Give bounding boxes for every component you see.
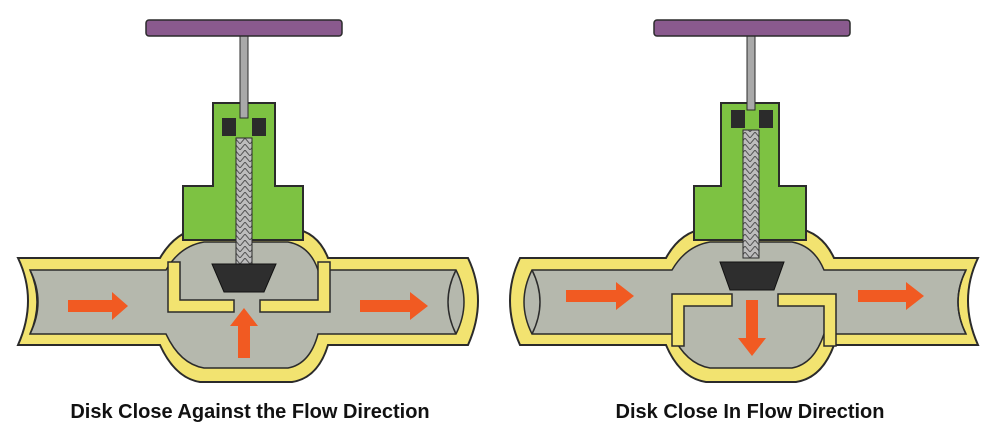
stem-left — [239, 35, 249, 119]
handwheel-icon — [653, 19, 851, 37]
disk-right — [719, 261, 785, 291]
arrow-icon — [566, 282, 634, 310]
seat-partition-right — [671, 293, 733, 347]
disk-left — [211, 263, 277, 293]
seat-partition-left — [167, 261, 235, 313]
caption-against-flow: Disk Close Against the Flow Direction — [70, 401, 430, 423]
stem-right — [746, 35, 756, 111]
valve-right — [509, 19, 980, 383]
handwheel-icon — [145, 19, 343, 37]
arrow-icon — [68, 292, 128, 320]
arrow-icon — [360, 292, 428, 320]
arrow-icon — [738, 300, 766, 356]
caption-in-flow: Disk Close In Flow Direction — [615, 401, 885, 423]
arrow-icon — [230, 308, 258, 358]
valve-left — [16, 19, 479, 383]
arrow-icon — [858, 282, 924, 310]
